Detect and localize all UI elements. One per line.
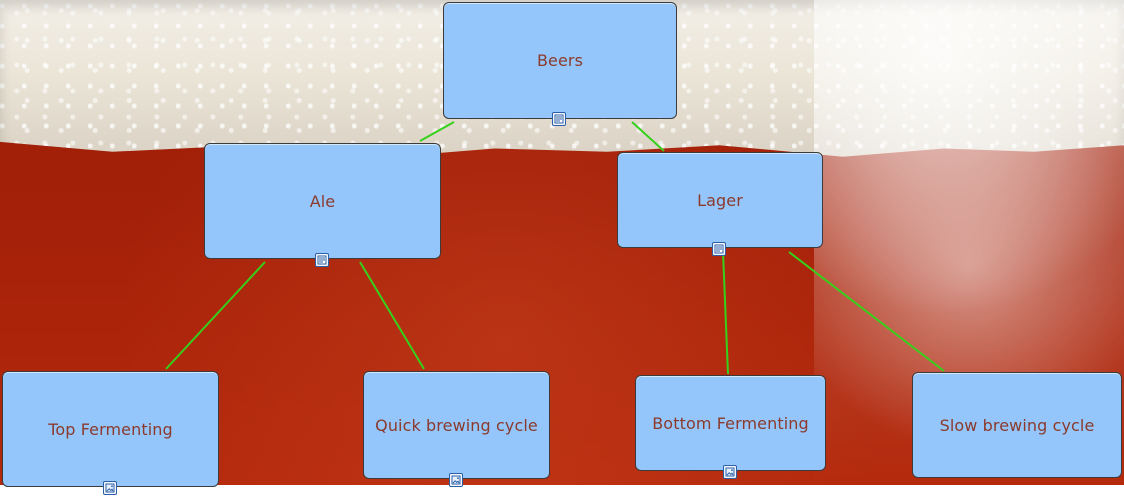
node-slow-brewing-cycle[interactable]: Slow brewing cycle	[912, 372, 1122, 478]
note-icon[interactable]	[712, 242, 726, 256]
node-bottom-fermenting[interactable]: Bottom Fermenting	[635, 375, 826, 471]
edge-lager-bottom-fermenting	[722, 251, 729, 375]
edge-beers-ale	[419, 121, 455, 142]
node-lager[interactable]: Lager	[617, 152, 823, 248]
edge-ale-top-fermenting	[165, 261, 266, 370]
image-icon[interactable]	[449, 473, 463, 487]
edge-lager-slow-brewing-cycle	[788, 251, 945, 372]
node-label: Ale	[309, 191, 336, 211]
node-beers[interactable]: Beers	[443, 2, 677, 119]
node-quick-brewing-cycle[interactable]: Quick brewing cycle	[363, 371, 550, 479]
node-label: Lager	[697, 190, 743, 210]
node-label: Quick brewing cycle	[375, 415, 538, 435]
node-top-fermenting[interactable]: Top Fermenting	[2, 371, 219, 487]
edge-ale-quick-brewing-cycle	[359, 261, 425, 370]
node-label: Bottom Fermenting	[652, 413, 809, 433]
node-ale[interactable]: Ale	[204, 143, 441, 259]
node-label: Beers	[536, 51, 584, 70]
node-label: Top Fermenting	[48, 419, 173, 439]
edge-beers-lager	[631, 121, 665, 152]
image-icon[interactable]	[723, 465, 737, 479]
node-label: Slow brewing cycle	[939, 415, 1095, 435]
note-icon[interactable]	[552, 112, 566, 126]
note-icon[interactable]	[315, 253, 329, 267]
image-icon[interactable]	[103, 481, 117, 495]
